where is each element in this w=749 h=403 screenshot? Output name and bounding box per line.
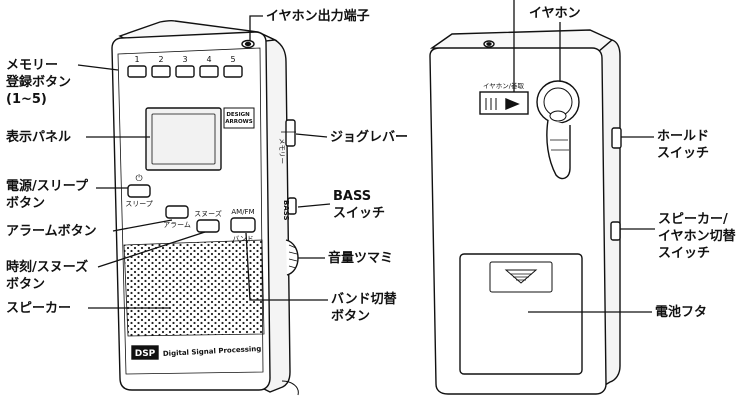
band-key-top-label: AM/FM — [231, 208, 254, 216]
display-panel-label: 表示パネル — [6, 130, 72, 145]
jog-side-label: メモリー — [278, 138, 286, 164]
volume-dial — [285, 239, 299, 276]
alarm-key — [165, 205, 189, 219]
speaker-earphone-switch — [610, 221, 621, 241]
jog-lever-label: ジョグレバー — [330, 130, 409, 145]
front-device — [111, 19, 299, 396]
alarm-key-label: アラーム — [163, 221, 191, 229]
memory-key-label: 3 — [182, 55, 187, 64]
bass-switch — [287, 197, 297, 215]
power-key-label: スリープ — [125, 200, 153, 208]
memory-key-5 — [223, 65, 243, 78]
brand-line: DESIGN — [226, 112, 250, 118]
brand-line: ARROWS — [225, 119, 252, 125]
memory-key-3 — [175, 65, 195, 78]
speaker-earphone-switch-label: スピーカー/ イヤホン切替 スイッチ — [658, 212, 736, 261]
bass-side-label: BASS — [282, 200, 290, 221]
alarm-button-label: アラームボタン — [6, 224, 97, 239]
back-device-text: イヤホン/巻取 — [483, 81, 524, 90]
memory-key-4 — [199, 65, 219, 78]
clock-snooze-button-label: 時刻/スヌーズ ボタン — [6, 260, 89, 292]
snooze-key — [196, 219, 220, 233]
battery-cover-label: 電池フタ — [655, 305, 708, 320]
back-device — [429, 29, 622, 395]
bass-switch-label: BASS スイッチ — [333, 189, 386, 221]
leader-lines — [77, 0, 655, 313]
jog-lever — [285, 119, 296, 147]
band-switch-button-label: バンド切替 ボタン — [331, 292, 397, 324]
earphone-hook-slider — [479, 91, 529, 115]
power-key — [127, 184, 151, 198]
hold-switch — [611, 127, 622, 149]
earphone-drawing — [536, 80, 580, 180]
memory-key-label: 1 — [134, 55, 139, 64]
hook-slider-text: イヤホン/巻取 — [483, 81, 524, 90]
power-symbol: ⏻ — [135, 173, 142, 184]
memory-key-2 — [151, 65, 171, 78]
earphone-jack-label: イヤホン出力端子 — [266, 9, 370, 24]
memory-key-label: 4 — [206, 55, 211, 64]
power-sleep-button-label: 電源/スリープ ボタン — [6, 179, 88, 211]
speaker-label: スピーカー — [6, 301, 72, 316]
dsp-badge-text: DSP — [135, 349, 156, 359]
band-key-bottom-label: バンド — [232, 235, 253, 243]
memory-key-1 — [127, 65, 147, 78]
snooze-key-label: スヌーズ — [194, 209, 222, 218]
memory-button-label: メモリー 登録ボタン (1~5) — [6, 58, 72, 107]
speaker-grille — [123, 239, 265, 337]
hold-switch-label: ホールド スイッチ — [657, 129, 710, 161]
band-key — [230, 217, 256, 233]
brand-badge: DESIGN ARROWS — [225, 112, 252, 125]
memory-key-label: 5 — [230, 55, 235, 64]
earphone-label: イヤホン — [529, 6, 581, 21]
volume-dial-label: 音量ツマミ — [328, 251, 394, 266]
memory-key-label: 2 — [158, 55, 163, 64]
